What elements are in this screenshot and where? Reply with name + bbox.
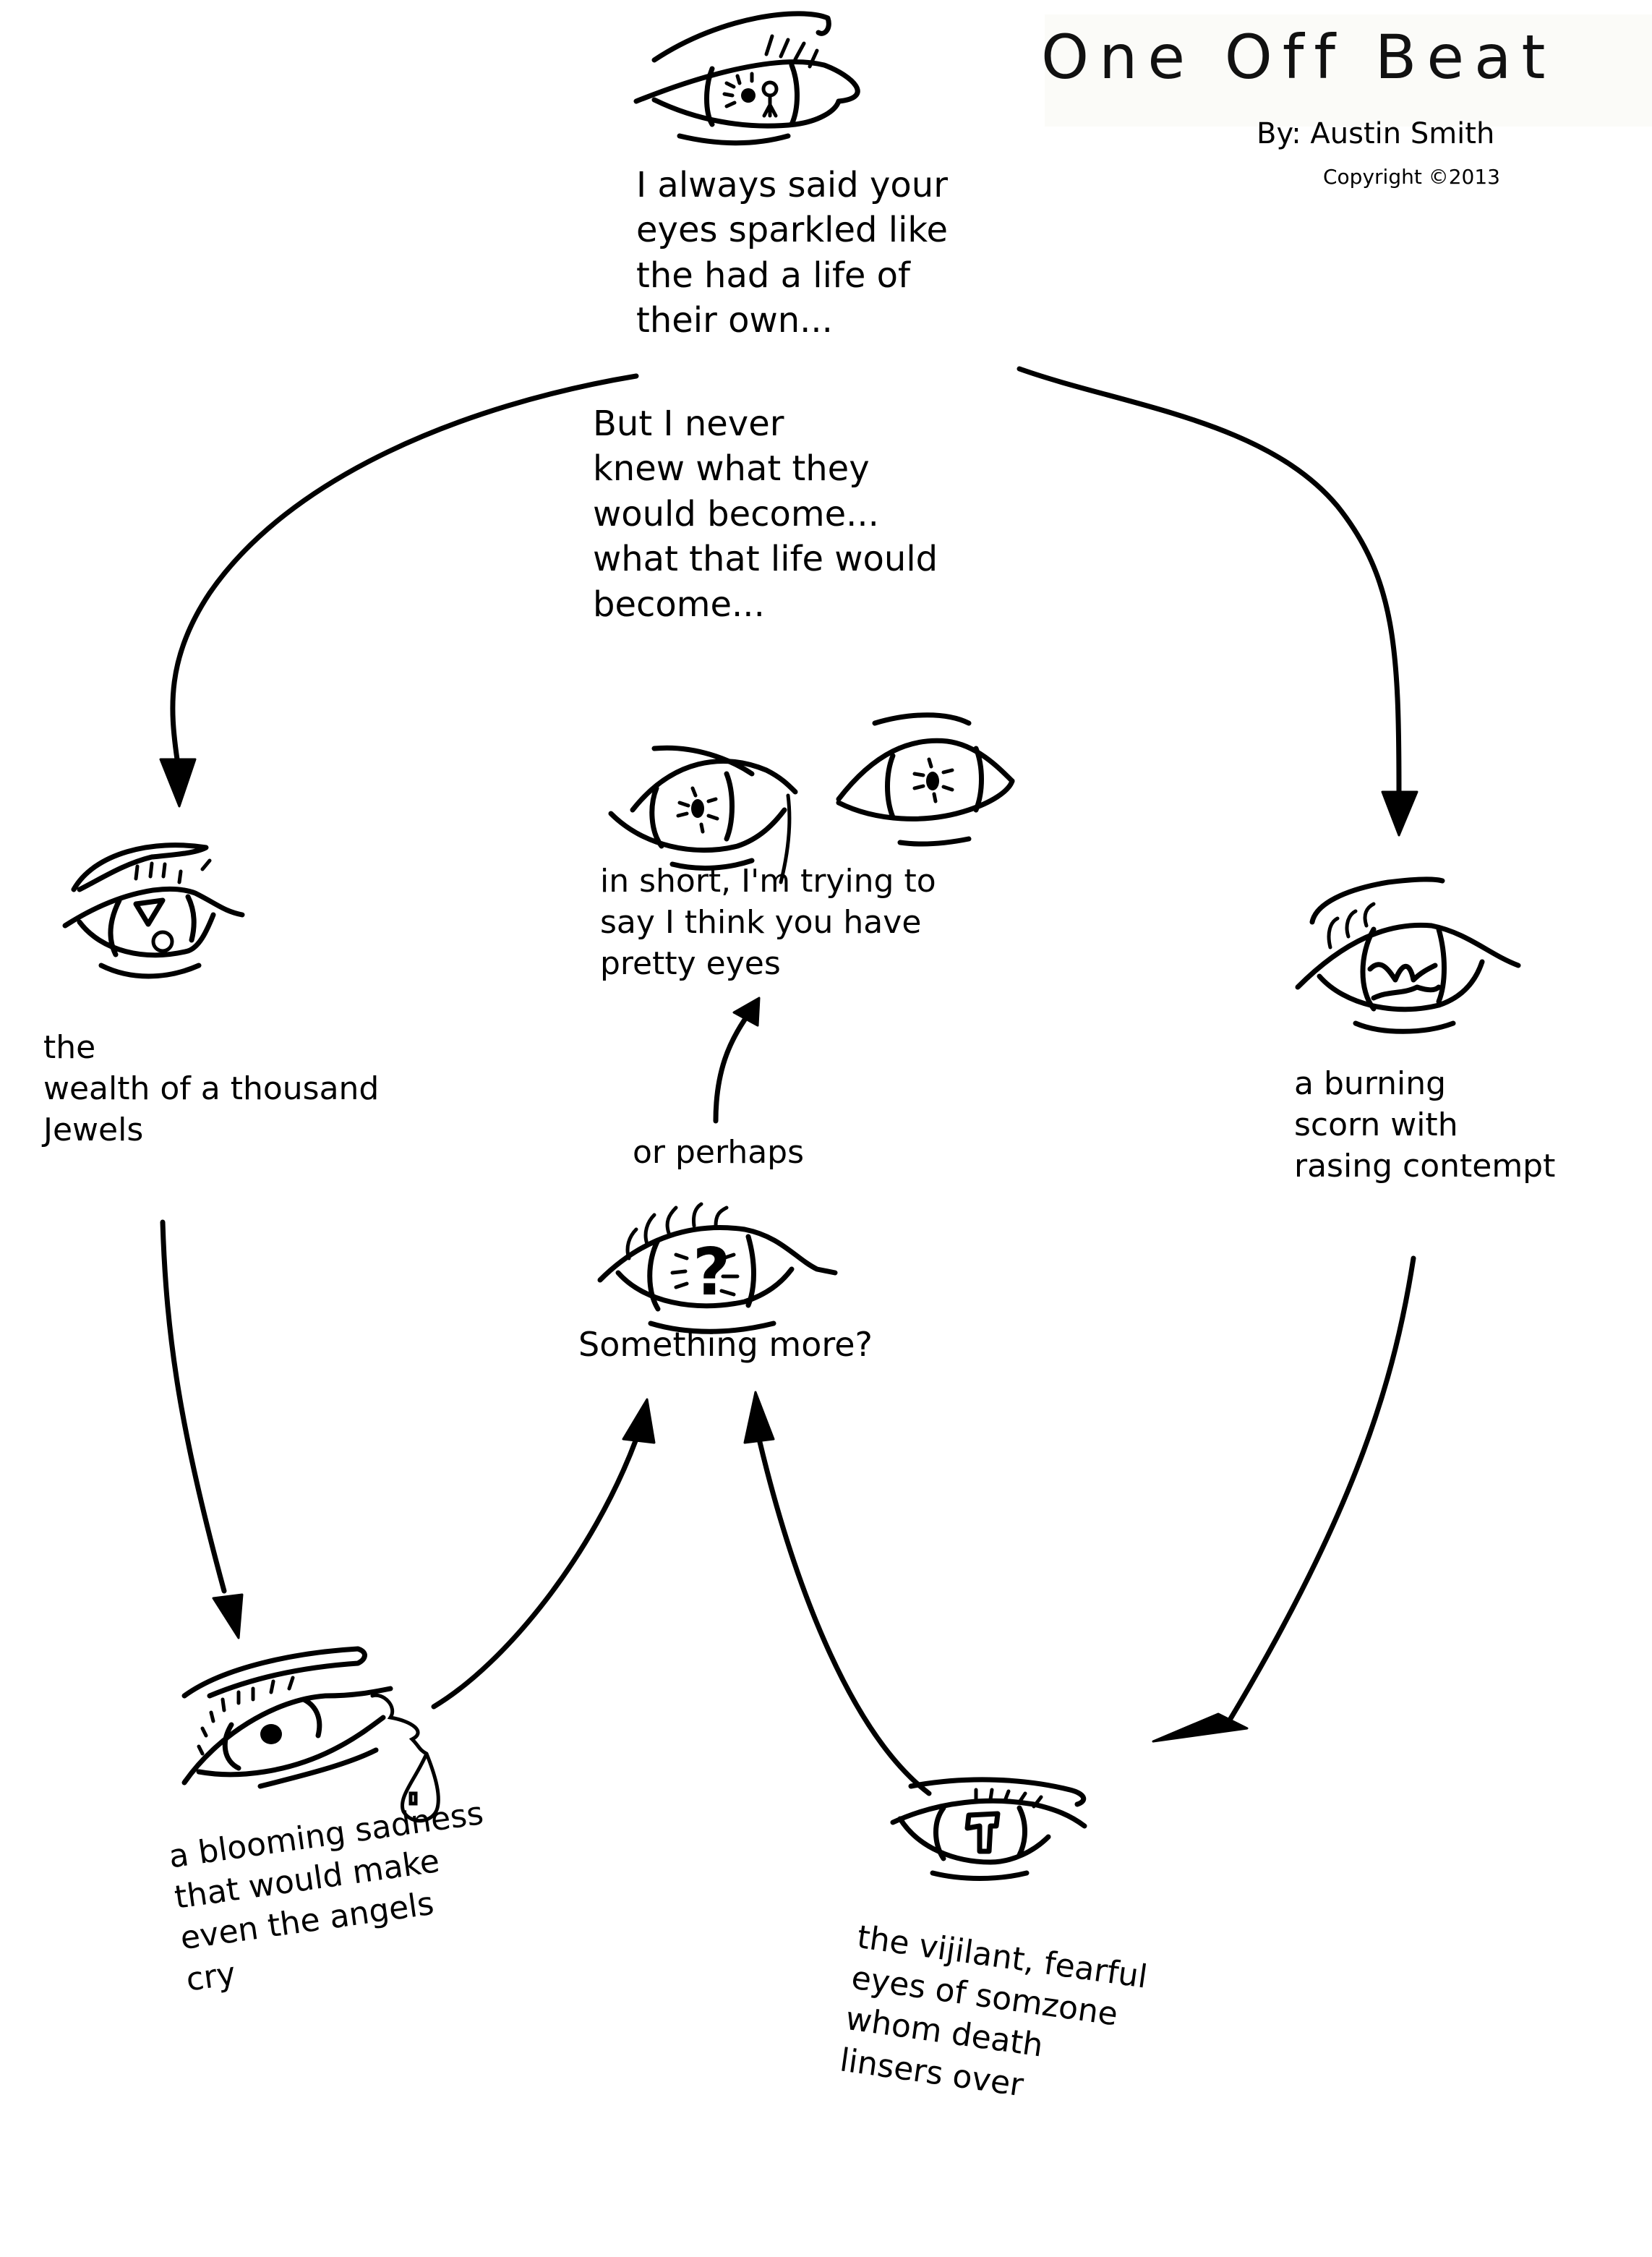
arrow-question-to-scorn	[1017, 366, 1418, 837]
copyright-notice: Copyright ©2013	[1323, 165, 1500, 189]
question-mark-icon: ?	[693, 1234, 730, 1310]
something-more-label: Something more?	[578, 1325, 873, 1364]
eye-scorn-icon	[1295, 876, 1521, 1034]
arrow-vigilant-to-something-more	[743, 1391, 932, 1796]
comic-title: One Off Beat	[1041, 22, 1556, 93]
intro-caption: I always said your eyes sparkled like th…	[636, 165, 949, 341]
eye-vigilant-icon	[890, 1777, 1087, 1881]
eye-sadness-icon	[181, 1646, 440, 1823]
arrow-something-more-to-pretty-eyes	[713, 997, 761, 1124]
arrow-wealth-to-sadness	[160, 1219, 244, 1639]
arrow-question-to-wealth	[159, 373, 639, 808]
eye-intro-icon	[633, 11, 860, 146]
question-caption: But I never knew what they would become.…	[593, 404, 938, 625]
eye-wealth-icon	[62, 842, 245, 979]
arrow-sadness-to-something-more	[431, 1398, 656, 1710]
arrow-scorn-to-vigilant	[1152, 1255, 1416, 1743]
author-byline: By: Austin Smith	[1257, 117, 1495, 150]
or-perhaps-label: or perhaps	[633, 1134, 805, 1171]
wealth-caption: the wealth of a thousand Jewels	[43, 1029, 380, 1149]
eye-question-icon: ?	[597, 1202, 838, 1334]
title-banner	[1045, 14, 1652, 127]
scorn-caption: a burning scorn with rasing contempt	[1294, 1065, 1556, 1185]
pair-of-eyes-icon	[608, 712, 1015, 884]
pretty-eyes-caption: in short, I'm trying to say I think you …	[600, 863, 936, 983]
